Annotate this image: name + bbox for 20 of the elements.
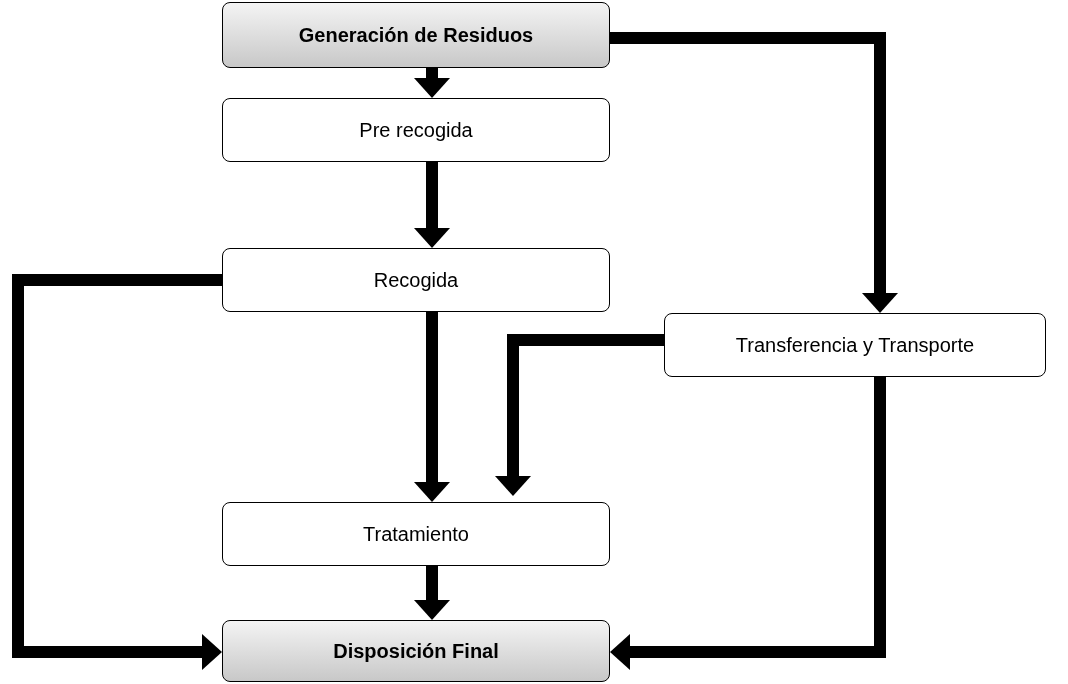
box-label: Pre recogida [359,118,473,143]
box-label: Transferencia y Transporte [735,333,975,358]
arrow [12,274,222,670]
process-box [664,313,1046,377]
box-label: Generación de Residuos [298,23,534,48]
box-label: Disposición Final [333,639,499,664]
arrow [414,162,450,248]
arrow [495,334,664,496]
process-box [222,248,610,312]
arrow [414,312,450,502]
process-box [222,98,610,162]
process-box [222,502,610,566]
arrow [414,68,450,98]
process-box [222,620,610,682]
arrow [610,32,898,313]
process-box [222,2,610,68]
arrow [414,566,450,620]
box-label: Tratamiento [363,522,469,547]
arrow [610,377,886,670]
box-label: Recogida [373,268,459,293]
